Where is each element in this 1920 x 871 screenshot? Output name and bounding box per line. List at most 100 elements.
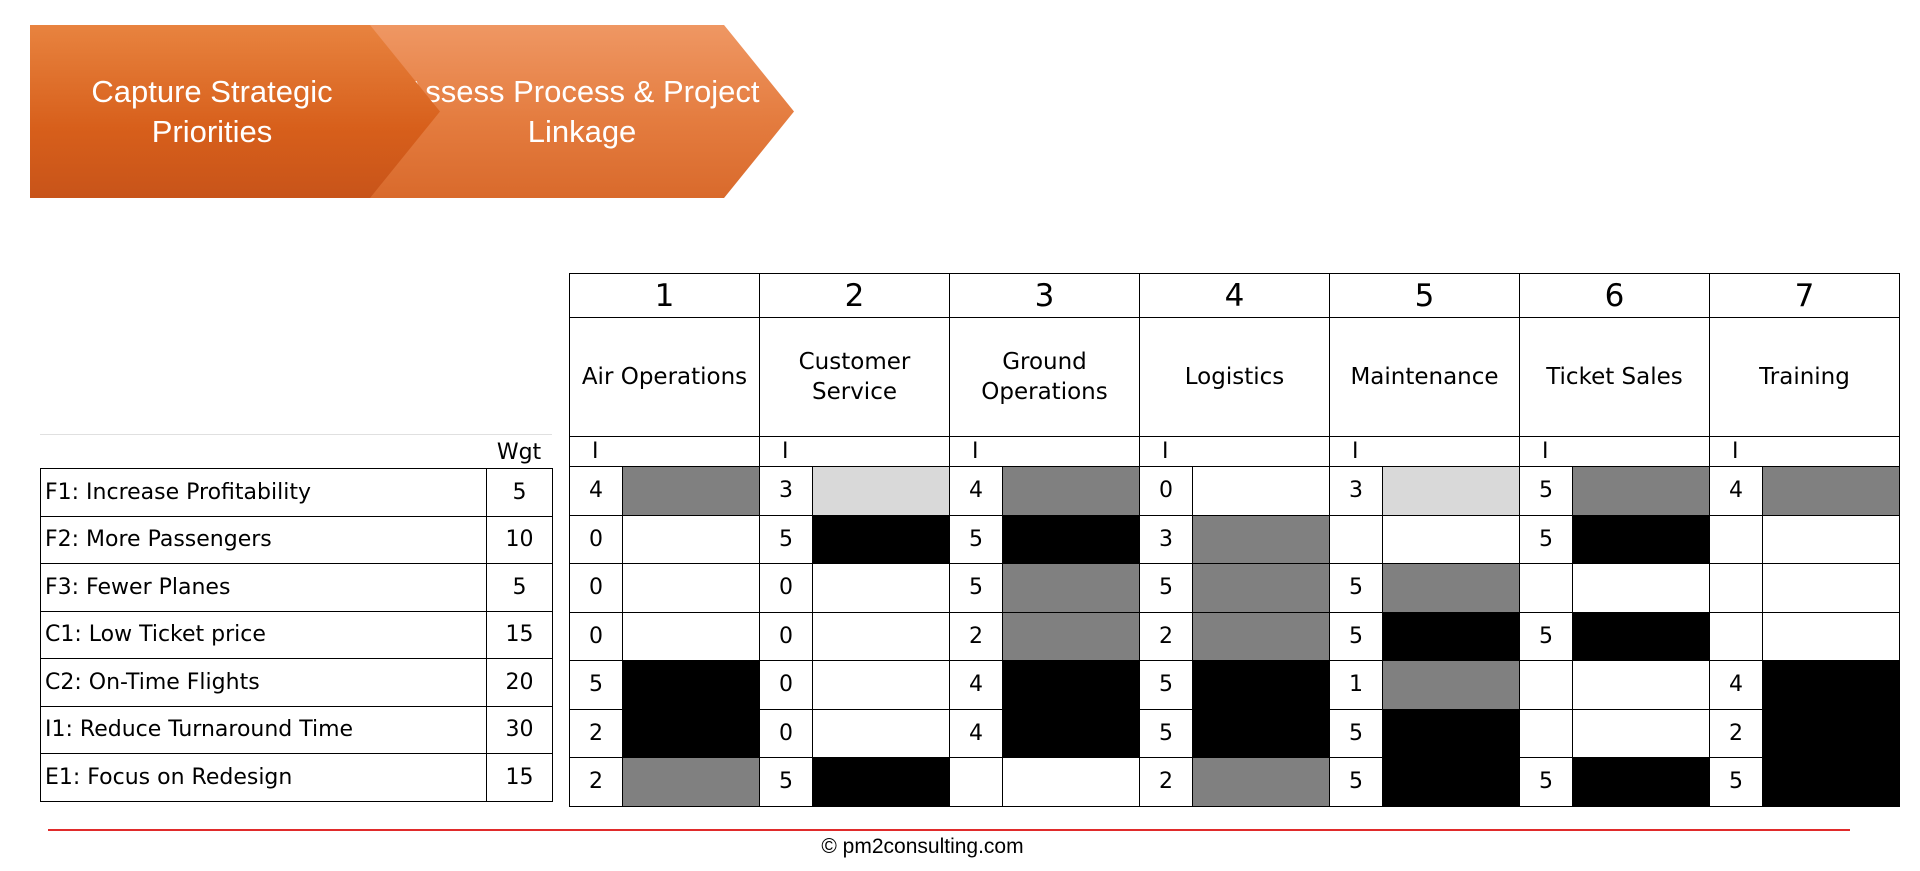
- linkage-shade-cell: [622, 757, 760, 807]
- objective-weight: 30: [486, 705, 553, 754]
- linkage-score: 5: [1139, 563, 1193, 613]
- linkage-shade-cell: [1762, 466, 1900, 516]
- process-name: Training: [1709, 317, 1900, 437]
- linkage-score: [949, 757, 1003, 807]
- linkage-score: 5: [949, 514, 1003, 564]
- linkage-score: 5: [1329, 611, 1383, 661]
- linkage-score: 5: [1139, 660, 1193, 710]
- linkage-score: 2: [1139, 757, 1193, 807]
- linkage-shade-cell: [1762, 563, 1900, 613]
- linkage-score: [1709, 514, 1763, 564]
- linkage-score: [1329, 514, 1383, 564]
- linkage-shade-cell: [1192, 611, 1330, 661]
- linkage-shade-cell: [622, 514, 760, 564]
- linkage-score: 5: [1519, 514, 1573, 564]
- weight-column-header: Wgt: [496, 440, 542, 465]
- linkage-score: [1519, 708, 1573, 758]
- linkage-score: 5: [1139, 708, 1193, 758]
- linkage-score: 2: [569, 708, 623, 758]
- linkage-shade-cell: [1382, 563, 1520, 613]
- objectives-top-rule: [40, 434, 552, 435]
- objective-label: E1: Focus on Redesign: [40, 753, 487, 802]
- linkage-shade-cell: [1002, 660, 1140, 710]
- linkage-score: 0: [759, 708, 813, 758]
- linkage-shade-cell: [1762, 660, 1900, 710]
- linkage-shade-cell: [1192, 563, 1330, 613]
- linkage-shade-cell: [812, 660, 950, 710]
- linkage-score: 2: [569, 757, 623, 807]
- linkage-score: 3: [1329, 466, 1383, 516]
- linkage-shade-cell: [1382, 514, 1520, 564]
- linkage-shade-cell: [1572, 563, 1710, 613]
- linkage-shade-cell: [1002, 563, 1140, 613]
- linkage-shade-cell: [622, 611, 760, 661]
- impact-column-header: I: [1139, 436, 1330, 467]
- linkage-shade-cell: [1192, 514, 1330, 564]
- linkage-score: 5: [1329, 708, 1383, 758]
- objective-label: I1: Reduce Turnaround Time: [40, 705, 487, 754]
- linkage-score: 5: [759, 514, 813, 564]
- process-number: 6: [1519, 273, 1710, 318]
- process-number: 1: [569, 273, 760, 318]
- linkage-shade-cell: [1192, 466, 1330, 516]
- linkage-score: [1519, 563, 1573, 613]
- linkage-score: [1709, 563, 1763, 613]
- linkage-shade-cell: [1572, 466, 1710, 516]
- objective-label: F1: Increase Profitability: [40, 468, 487, 517]
- linkage-shade-cell: [1192, 660, 1330, 710]
- linkage-shade-cell: [622, 563, 760, 613]
- impact-column-header: I: [1329, 436, 1520, 467]
- linkage-shade-cell: [1002, 757, 1140, 807]
- linkage-shade-cell: [1382, 466, 1520, 516]
- linkage-shade-cell: [1382, 757, 1520, 807]
- linkage-shade-cell: [812, 563, 950, 613]
- linkage-shade-cell: [812, 466, 950, 516]
- linkage-shade-cell: [1002, 708, 1140, 758]
- linkage-shade-cell: [1572, 757, 1710, 807]
- linkage-shade-cell: [1002, 514, 1140, 564]
- linkage-score: 5: [1519, 466, 1573, 516]
- linkage-shade-cell: [1762, 757, 1900, 807]
- linkage-score: 4: [569, 466, 623, 516]
- linkage-score: 5: [1709, 757, 1763, 807]
- linkage-score: 1: [1329, 660, 1383, 710]
- objective-weight: 10: [486, 515, 553, 564]
- process-name: Ticket Sales: [1519, 317, 1710, 437]
- impact-column-header: I: [569, 436, 760, 467]
- process-name: Logistics: [1139, 317, 1330, 437]
- linkage-score: 4: [949, 466, 1003, 516]
- linkage-score: 5: [1329, 563, 1383, 613]
- objective-label: C1: Low Ticket price: [40, 610, 487, 659]
- linkage-shade-cell: [812, 611, 950, 661]
- linkage-shade-cell: [1572, 514, 1710, 564]
- linkage-score: 5: [1519, 611, 1573, 661]
- process-step-capture-priorities: Capture Strategic Priorities: [30, 25, 454, 198]
- linkage-shade-cell: [1382, 660, 1520, 710]
- objective-label: F2: More Passengers: [40, 515, 487, 564]
- linkage-score: 2: [1139, 611, 1193, 661]
- process-number: 2: [759, 273, 950, 318]
- linkage-score: 3: [759, 466, 813, 516]
- linkage-score: 5: [1519, 757, 1573, 807]
- linkage-score: 5: [759, 757, 813, 807]
- process-number: 7: [1709, 273, 1900, 318]
- process-step-label: Capture Strategic Priorities: [91, 73, 333, 149]
- linkage-shade-cell: [1002, 466, 1140, 516]
- process-name: Maintenance: [1329, 317, 1520, 437]
- process-step-assess-linkage: Assess Process & Project Linkage: [370, 25, 794, 198]
- linkage-score: 4: [949, 660, 1003, 710]
- linkage-shade-cell: [812, 514, 950, 564]
- linkage-shade-cell: [622, 466, 760, 516]
- impact-column-header: I: [759, 436, 950, 467]
- linkage-score: 5: [569, 660, 623, 710]
